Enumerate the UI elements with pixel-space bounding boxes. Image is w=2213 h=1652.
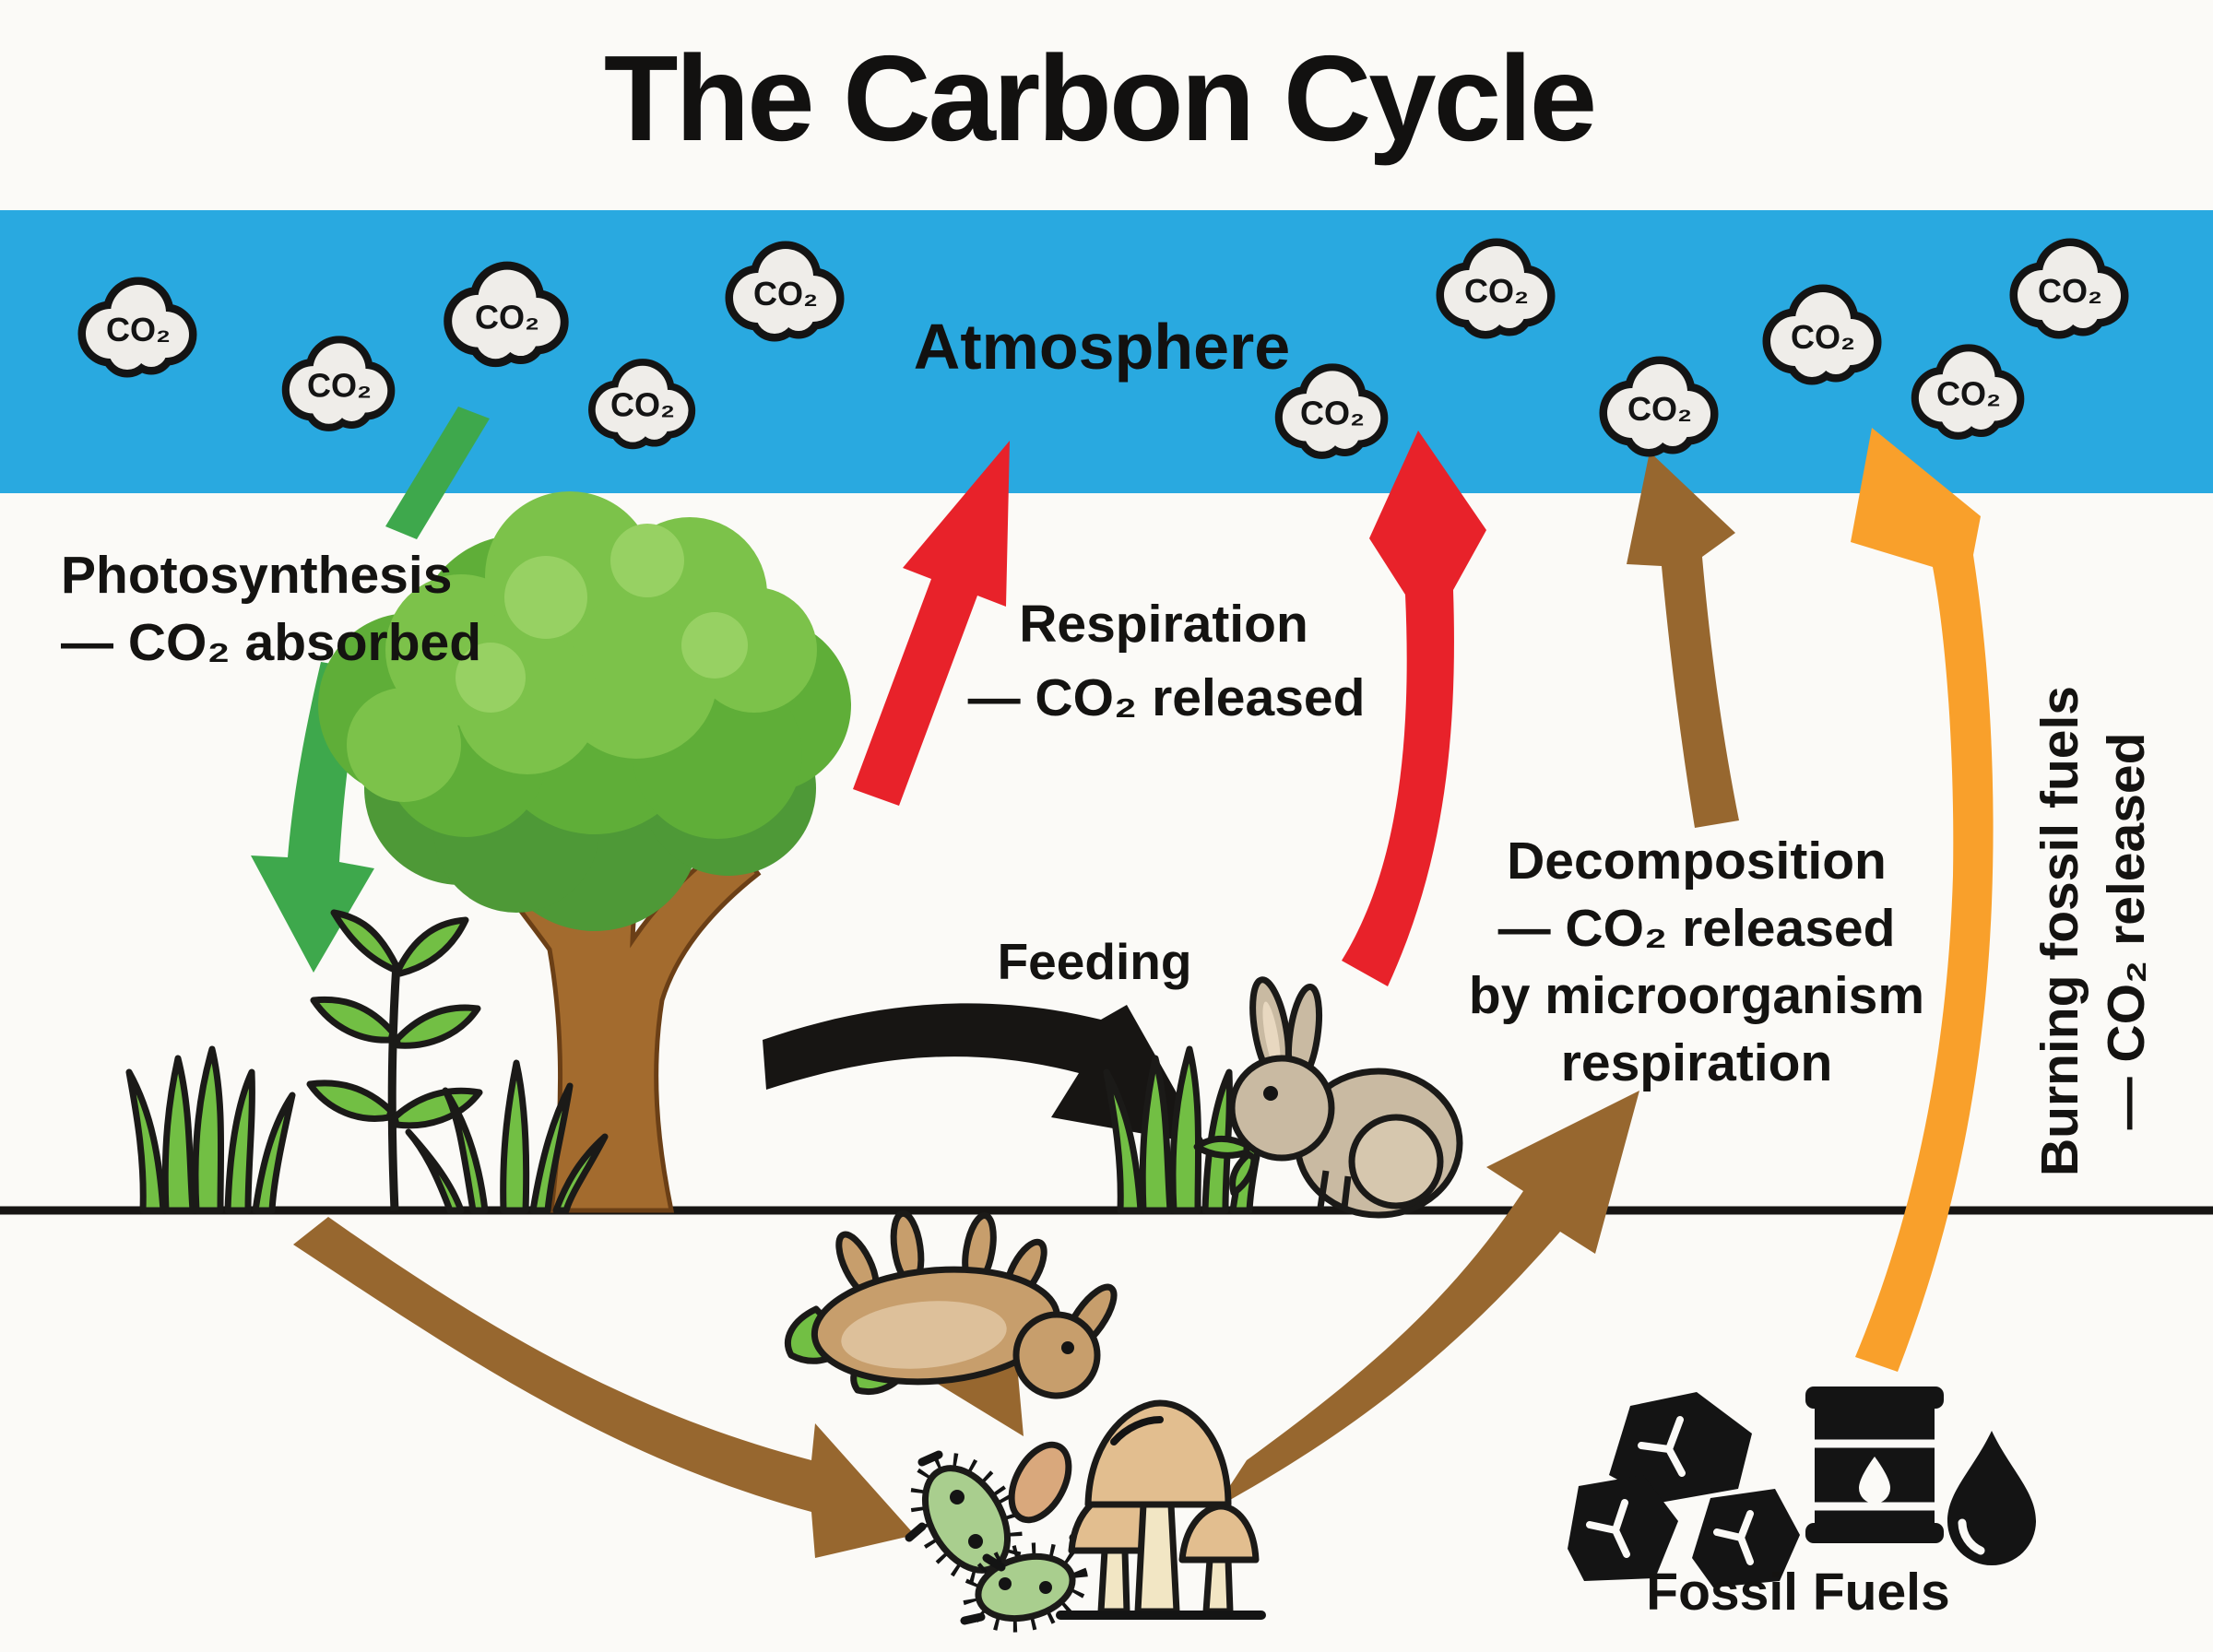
svg-text:Decomposition: Decomposition bbox=[1507, 832, 1887, 891]
coal-icon bbox=[1568, 1392, 1800, 1587]
co2-cloud-label: CO₂ bbox=[753, 275, 818, 313]
co2-cloud-label: CO₂ bbox=[106, 311, 171, 348]
svg-text:by microorganism: by microorganism bbox=[1469, 966, 1924, 1025]
leaf-in-mouth bbox=[1193, 1136, 1250, 1159]
mushrooms-icon bbox=[1056, 1399, 1266, 1620]
co2-cloud-label: CO₂ bbox=[610, 386, 675, 424]
co2-cloud-label: CO₂ bbox=[1300, 394, 1365, 431]
svg-text:— CO₂ released: — CO₂ released bbox=[1498, 899, 1896, 958]
co2-cloud-label: CO₂ bbox=[1627, 390, 1692, 428]
burning-fossil-fuels-arrow bbox=[1851, 428, 1994, 1372]
tree-foliage bbox=[318, 491, 851, 931]
svg-text:— CO₂ absorbed: — CO₂ absorbed bbox=[61, 613, 481, 672]
oil-barrel-icon bbox=[1805, 1386, 1944, 1543]
feeding-label: Feeding bbox=[998, 933, 1192, 990]
fossil-fuels-label: Fossil Fuels bbox=[1646, 1563, 1949, 1622]
oil-drop-icon bbox=[1947, 1431, 2036, 1565]
agave-plant bbox=[405, 1059, 609, 1214]
burning-fossil-fuels-label: Burning fossil fuels — CO₂ released bbox=[2030, 686, 2156, 1176]
svg-text:— CO₂ released: — CO₂ released bbox=[968, 668, 1366, 727]
microbe-bean bbox=[1008, 1441, 1072, 1524]
soil-transfer-arrow-left bbox=[293, 1217, 915, 1558]
tree bbox=[318, 491, 851, 1213]
coal-cracks bbox=[1586, 1416, 1754, 1565]
co2-clouds: CO₂ CO₂ CO₂ CO₂ CO₂ CO₂ CO₂ CO₂ CO₂ CO₂ CO₂ bbox=[86, 246, 2121, 452]
respiration-arrow-left bbox=[853, 441, 1010, 806]
respiration-arrow-right bbox=[1342, 431, 1486, 986]
co2-cloud-label: CO₂ bbox=[307, 366, 372, 404]
dead-rabbit bbox=[785, 1210, 1118, 1399]
co2-cloud-label: CO₂ bbox=[1464, 272, 1529, 310]
svg-text:Photosynthesis: Photosynthesis bbox=[61, 546, 452, 605]
co2-cloud-label: CO₂ bbox=[1791, 318, 1855, 356]
decomposition-label: Decomposition — CO₂ released by microorg… bbox=[1469, 832, 1924, 1092]
decomposition-arrow bbox=[1215, 452, 1739, 1508]
respiration-label: Respiration — CO₂ released bbox=[968, 595, 1366, 727]
seedling bbox=[306, 909, 483, 1211]
co2-cloud-label: CO₂ bbox=[2038, 272, 2102, 310]
photosynthesis-label: Photosynthesis — CO₂ absorbed bbox=[61, 546, 481, 672]
page-title: The Carbon Cycle bbox=[604, 30, 1594, 166]
atmosphere-label: Atmosphere bbox=[914, 311, 1290, 383]
fossil-fuels-icons bbox=[1568, 1386, 2036, 1587]
bacteria-icon bbox=[910, 1452, 1088, 1633]
grass-left bbox=[129, 1049, 292, 1210]
svg-text:respiration: respiration bbox=[1561, 1033, 1833, 1092]
svg-text:Burning fossil fuels: Burning fossil fuels bbox=[2030, 686, 2089, 1176]
feeding-arrow bbox=[763, 1003, 1206, 1145]
decomposers bbox=[905, 1399, 1266, 1633]
co2-cloud-label: CO₂ bbox=[1936, 374, 2001, 412]
rabbit bbox=[1193, 976, 1463, 1219]
svg-text:Respiration: Respiration bbox=[1019, 595, 1308, 654]
svg-text:— CO₂ released: — CO₂ released bbox=[2097, 733, 2156, 1130]
co2-cloud-label: CO₂ bbox=[475, 299, 539, 336]
